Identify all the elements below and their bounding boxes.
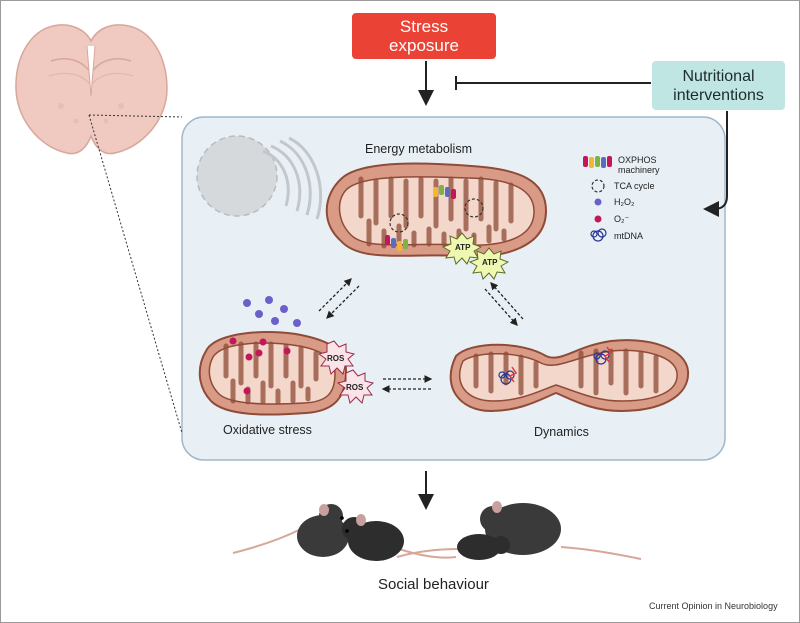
legend-superoxide: O₂⁻ — [614, 214, 630, 224]
nutrition-arrow — [703, 111, 728, 217]
nutrition-label-2: interventions — [673, 86, 764, 104]
mtdna-icon — [590, 228, 607, 242]
energy-metabolism-title: Energy metabolism — [365, 142, 472, 156]
atp-label-1: ATP — [455, 243, 471, 252]
mitochondrion-dynamics — [449, 339, 690, 413]
oxidative-stress-title: Oxidative stress — [223, 423, 312, 437]
ros-label-1: ROS — [327, 354, 345, 363]
stress-label-1: Stress — [399, 17, 449, 36]
mouse-left-1 — [232, 504, 349, 557]
stress-label-2: exposure — [389, 36, 459, 55]
ros-burst-1 — [317, 340, 356, 375]
legend-oxphos-2: machinery — [618, 165, 660, 175]
legend-oxphos: OXPHOS — [618, 155, 657, 165]
nucleus — [196, 135, 278, 217]
tca-cycle-icon — [591, 179, 605, 193]
nutritional-interventions-box: Nutritional interventions — [652, 61, 785, 110]
superoxide-icon — [594, 215, 602, 223]
oxphos-cluster — [385, 185, 456, 251]
zoom-line-top — [88, 114, 183, 118]
h2o2-molecules — [243, 296, 301, 327]
atp-burst-2 — [468, 247, 510, 280]
nutrition-label-1: Nutritional — [682, 67, 755, 85]
zoom-line-bottom — [88, 114, 183, 434]
mouse-left-2 — [342, 514, 457, 561]
crosstalk-arrows — [318, 278, 524, 393]
oxphos-icon — [583, 156, 612, 168]
mouse-right-2 — [396, 534, 510, 560]
legend-h2o2: H₂O₂ — [614, 197, 635, 207]
h2o2-icon — [594, 198, 602, 206]
journal-credit: Current Opinion in Neurobiology — [649, 601, 778, 611]
mitochondrion-energy — [325, 162, 548, 258]
dynamics-title: Dynamics — [534, 425, 589, 439]
atp-label-2: ATP — [482, 258, 498, 267]
mtdna-cluster — [498, 350, 610, 385]
ros-burst-2 — [336, 369, 375, 404]
atp-burst-1 — [441, 232, 483, 265]
stress-exposure-box: Stress exposure — [352, 13, 496, 59]
brain-section-icon — [15, 24, 168, 155]
legend-mtdna: mtDNA — [614, 231, 643, 241]
social-behaviour-label: Social behaviour — [378, 576, 489, 593]
ros-label-2: ROS — [346, 383, 364, 392]
legend-tca: TCA cycle — [614, 181, 655, 191]
mitochondrion-oxidative — [198, 331, 348, 416]
endoplasmic-reticulum — [262, 136, 323, 220]
